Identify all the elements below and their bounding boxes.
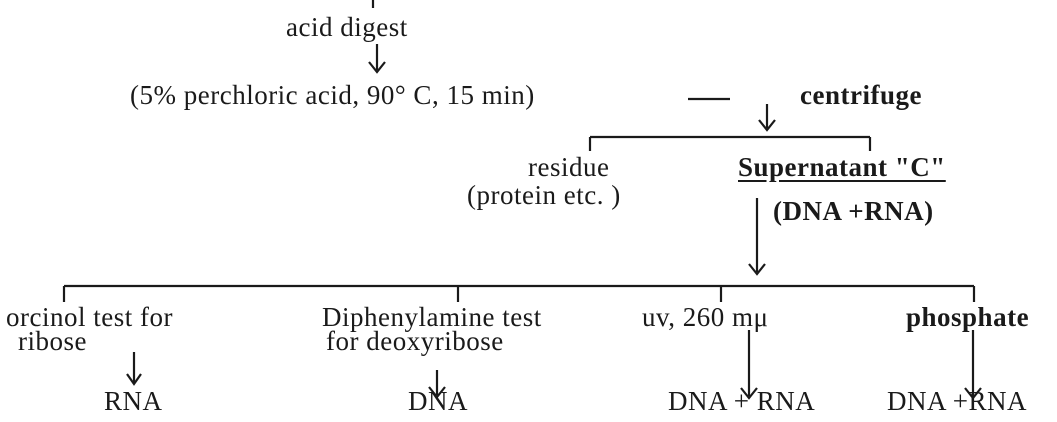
test-diphenylamine-line1: Diphenylamine test xyxy=(322,302,542,332)
residue-label: residue xyxy=(528,152,610,182)
test-diphenylamine-line2: for deoxyribose xyxy=(326,326,504,356)
arrowhead-supernatant xyxy=(748,263,766,276)
residue-detail: (protein etc. ) xyxy=(467,180,621,210)
result-phosphate: DNA +RNA xyxy=(887,386,1027,416)
test-phosphate: phosphate xyxy=(906,302,1030,332)
supernatant-detail: (DNA +RNA) xyxy=(773,196,934,226)
test-orcinol-line1: orcinol test for xyxy=(6,302,173,332)
result-uv: DNA + RNA xyxy=(668,386,816,416)
arrowhead-digest xyxy=(368,61,386,74)
step-conditions: (5% perchloric acid, 90° C, 15 min) xyxy=(130,80,535,110)
arrowhead-diphenylamine xyxy=(428,386,446,399)
step-acid-digest: acid digest xyxy=(286,12,408,42)
arrowhead-orcinol xyxy=(126,373,142,386)
test-orcinol-line2: ribose xyxy=(18,326,87,356)
arrowhead-phosphate xyxy=(964,387,982,400)
arrowhead-uv xyxy=(740,387,758,400)
step-centrifuge: centrifuge xyxy=(800,80,922,110)
result-orcinol: RNA xyxy=(104,386,163,416)
arrowhead-centrifuge xyxy=(758,119,776,132)
supernatant-label: Supernatant "C" xyxy=(738,152,946,182)
result-diphenylamine: DNA xyxy=(408,386,468,416)
test-uv: uv, 260 mμ xyxy=(642,302,769,332)
